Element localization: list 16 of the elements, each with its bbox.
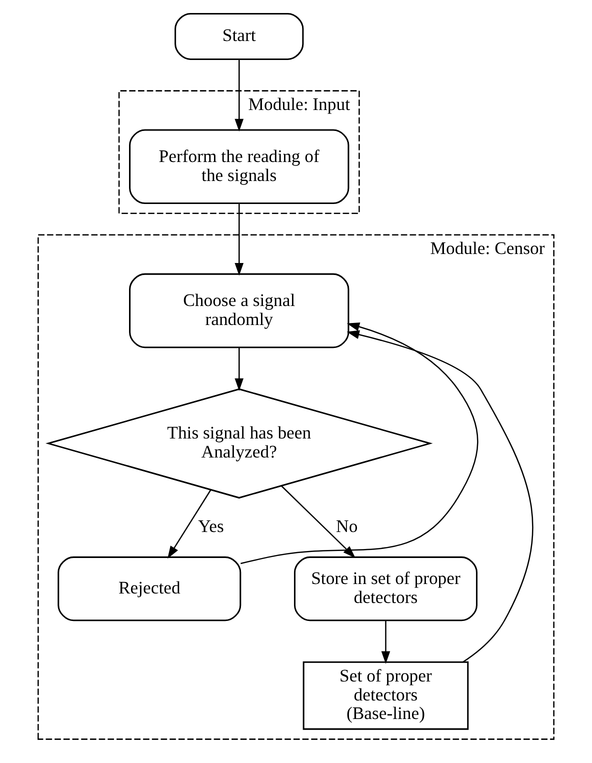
arrow <box>234 59 244 132</box>
node-box: Rejected <box>58 556 242 622</box>
arrow <box>346 330 534 663</box>
edge-label: No <box>336 516 358 536</box>
arrow <box>234 204 244 276</box>
arrow <box>168 490 212 559</box>
node-box: Choose a signal randomly <box>129 273 350 348</box>
node-diamond: This signal has been Analyzed? <box>46 388 433 499</box>
edge-label: Yes <box>198 516 224 536</box>
node-box: Start <box>174 12 304 60</box>
node-box: Perform the reading of the signals <box>129 129 350 204</box>
node-box: Store in set of proper detectors <box>294 556 478 622</box>
arrow <box>240 322 478 564</box>
node-box: Set of proper detectors (Base-line) <box>302 661 469 730</box>
arrow <box>234 348 244 391</box>
arrow <box>381 620 390 664</box>
